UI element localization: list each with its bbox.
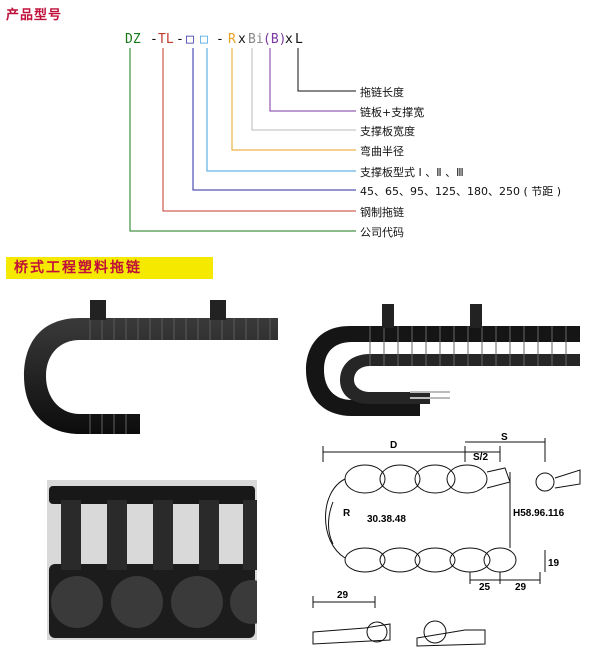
leader-dz [129,48,356,232]
label-steel-chain: 钢制拖链 [360,206,404,219]
code-dash-2: - [176,32,184,47]
code-x-1: x [238,32,246,47]
leader-tl [162,48,356,212]
dim-19: 19 [548,558,560,569]
label-company-code: 公司代码 [360,226,404,239]
leader-b [269,48,356,112]
label-support-width: 支撑板宽度 [360,125,415,138]
label-bend-radius: 弯曲半径 [360,145,404,158]
technical-drawing: D S/2 S R 30.38.48 H58.96.116 19 25 29 2… [312,432,581,647]
label-chain-length: 拖链长度 [360,86,404,99]
code-r: R [228,32,236,47]
leader-box-a [192,48,356,191]
code-box-a: □ [186,32,194,47]
product-banner: 桥式工程塑料拖链 [6,257,213,279]
leader-r [231,48,356,151]
leader-lines [129,48,356,232]
dim-r-label: R [343,508,351,519]
code-bi: Bi [248,32,264,47]
leader-bi [251,48,356,131]
photo-perspective-chain [306,304,580,416]
leader-l [297,48,356,92]
dim-h-values: H58.96.116 [513,508,565,519]
label-plate-support-width: 链板+支撑宽 [360,106,425,119]
dim-d: D [390,440,397,451]
dim-29: 29 [515,582,527,593]
dim-29-bottom: 29 [337,590,349,601]
code-tl: TL [158,32,174,47]
dim-s-half: S/2 [473,452,488,463]
photo-u-chain [24,300,278,434]
code-b: (B) [263,32,287,47]
code-dz: DZ [125,32,141,47]
label-pitch: 45、65、95、125、180、250 ( 节距 ) [360,185,562,198]
label-support-type: 支撑板型式 Ⅰ 、Ⅱ 、Ⅲ [360,166,464,179]
dim-s: S [501,432,508,443]
code-dash-1: - [150,32,158,47]
leader-box-b [206,48,356,172]
dim-25: 25 [479,582,491,593]
code-l: L [295,32,303,47]
section-title: 产品型号 [6,8,63,23]
dim-r-values: 30.38.48 [367,514,406,525]
photo-closeup-chain [47,480,257,640]
code-box-b: □ [200,32,208,47]
code-dash-3: - [216,32,224,47]
code-x-2: x [285,32,293,47]
